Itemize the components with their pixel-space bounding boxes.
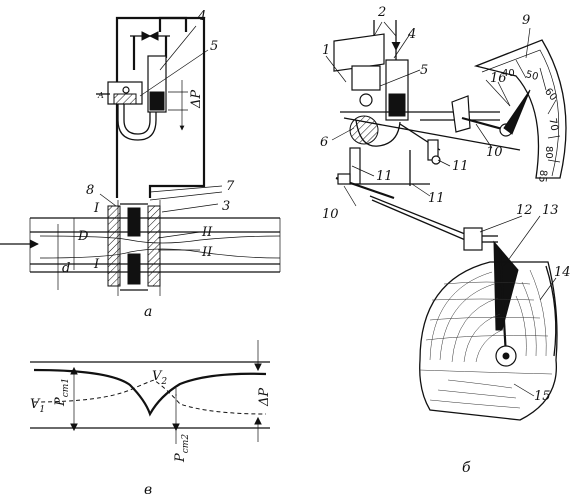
svg-text:V2: V2 <box>152 369 167 387</box>
svg-text:V1: V1 <box>30 397 45 415</box>
flange-left <box>107 205 121 287</box>
orifice-plate-top <box>127 207 141 237</box>
label-b-16: 16 <box>490 71 507 86</box>
label-b-4: 4 <box>407 27 416 42</box>
label-c-V1: V <box>30 397 41 412</box>
label-a-I-bot: I <box>93 257 100 272</box>
label-a-3: 3 <box>222 199 230 214</box>
svg-text:Pст2: Pст2 <box>173 434 191 463</box>
svg-text:Pст1: Pст1 <box>53 378 71 407</box>
velocity-curve <box>33 379 267 415</box>
label-b-11-a: 11 <box>452 159 469 174</box>
label-a-dp: ΔP <box>189 90 204 109</box>
caption-b: б <box>462 460 471 476</box>
orifice-plate-bottom <box>127 253 141 285</box>
pen-carriage <box>463 227 483 251</box>
label-b-10-bot: 10 <box>322 207 339 222</box>
dial-tick-40: 40 <box>502 68 515 79</box>
label-a-7: 7 <box>226 179 235 194</box>
impulse-line-right <box>148 16 206 190</box>
label-a-II-top: II <box>201 225 213 240</box>
label-c-Pst1-sub: ст1 <box>61 378 71 397</box>
label-b-10-top: 10 <box>486 145 503 160</box>
label-b-1: 1 <box>322 43 330 58</box>
panel-a-orifice-meter: A 4 <box>0 9 281 320</box>
flange-right <box>147 205 161 287</box>
label-c-Pst2-sub: ст2 <box>181 434 191 454</box>
indicator-scale <box>473 39 567 179</box>
label-b-11-c: 11 <box>428 191 445 206</box>
label-c-V2: V <box>152 369 163 384</box>
label-a-II-bot: II <box>201 245 213 260</box>
static-pressure-curve <box>33 368 267 417</box>
label-b-14: 14 <box>554 265 571 280</box>
caption-a: а <box>144 304 152 320</box>
label-c-V1-sub: 1 <box>39 405 45 415</box>
label-a-d: d <box>62 261 70 276</box>
svg-text:A: A <box>97 91 104 100</box>
label-a-8: 8 <box>86 183 94 198</box>
dial-tick-80: 80 <box>543 146 554 159</box>
dial-tick-50: 50 <box>524 69 539 83</box>
label-b-6: 6 <box>320 135 328 150</box>
label-a-I-top: I <box>93 201 100 216</box>
label-c-dp: ΔP <box>257 388 272 407</box>
panel-c-pressure-profile: V1 Pст1 V2 ΔP Pст2 в <box>30 340 272 498</box>
label-a-4: 4 <box>197 9 206 24</box>
label-c-V2-sub: 2 <box>160 377 167 387</box>
label-a-D: D <box>77 229 89 244</box>
label-b-2: 2 <box>377 5 386 20</box>
label-b-9: 9 <box>522 13 530 28</box>
label-b-11-b: 11 <box>376 169 393 184</box>
label-c-Pst1: P <box>53 397 68 407</box>
panel-b-recorder: 2 4 1 5 9 16 6 10 11 11 11 10 12 13 14 1… <box>320 5 571 476</box>
label-b-5: 5 <box>420 63 428 78</box>
label-b-15: 15 <box>534 389 551 404</box>
label-c-Pst2: P <box>173 453 188 463</box>
dial-tick-60: 60 <box>542 86 559 103</box>
caption-c: в <box>144 482 152 498</box>
label-b-13: 13 <box>542 203 559 218</box>
dial-tick-85: 85 <box>536 169 548 183</box>
label-b-12: 12 <box>516 203 533 218</box>
dial-tick-70: 70 <box>546 117 559 131</box>
label-a-5: 5 <box>210 39 218 54</box>
circular-chart <box>419 261 558 421</box>
